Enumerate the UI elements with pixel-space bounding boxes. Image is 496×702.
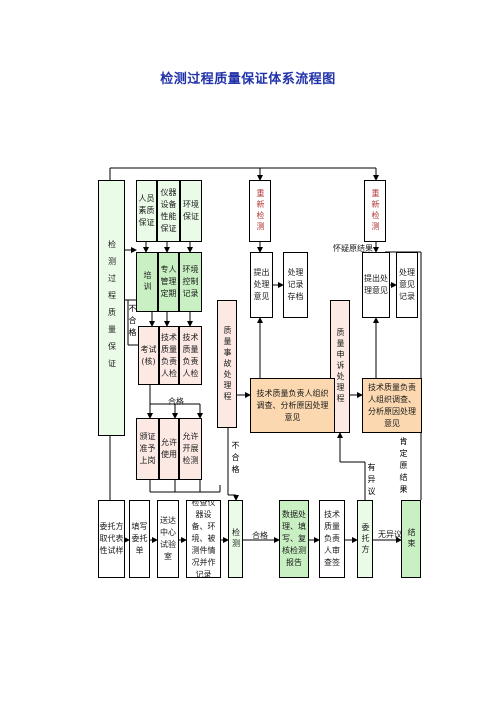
affirm-original-label: 肯定原结果	[399, 437, 408, 494]
retest-box-1: 重新检测	[249, 180, 271, 242]
expert-management-box: 专人管理定期	[158, 252, 179, 312]
instrument-performance-box: 仪器设备性能保证	[157, 180, 180, 242]
fill-form-box: 填写委托单	[129, 500, 150, 578]
allow-testing-box: 允许开展检测	[179, 418, 202, 480]
fill-form-text: 填写委托单	[131, 522, 148, 555]
tech-check-text-a: 技术质量负责人检	[161, 332, 177, 378]
unqualified-side-label: 不合格	[128, 304, 137, 337]
inspection-record-box: 检查仪器设备、环境、被测件情况并作记录	[186, 500, 221, 578]
allow-testing-text: 允许开展检测	[182, 432, 199, 465]
test-box: 检测	[228, 500, 243, 578]
end-box: 结束	[401, 500, 421, 578]
handling-archive-box: 处理记录存档	[283, 252, 308, 318]
allow-use-text: 允许使用	[161, 438, 177, 459]
environment-control-text: 环境控制记录	[182, 265, 199, 298]
tech-review-box: 技术质量负责人审查签	[319, 500, 345, 578]
client-box: 委托方	[357, 500, 373, 578]
client-sample-text: 委托方取代表性试样	[99, 522, 124, 555]
staff-quality-text: 人员素质保证	[138, 194, 155, 227]
certification-box: 颁证准予上岗	[136, 418, 159, 480]
inspection-record-text: 检查仪器设备、环境、被测件情况并作记录	[191, 500, 216, 578]
proposal-text-1: 提出处理意见	[253, 268, 270, 301]
unqualified-mid-label: 不合格	[231, 441, 240, 474]
tech-check-box-a: 技术质量负责人检	[159, 326, 179, 385]
training-box: 培训	[136, 252, 158, 312]
handling-record-text: 处理意见记录	[399, 268, 415, 301]
objection-label: 有异议	[367, 463, 376, 496]
tech-investigation-box-1: 技术质量负责人组织调查、分析原因处理意见	[250, 378, 335, 433]
proposal-box-2: 提出处理意见	[362, 252, 390, 318]
quality-accident-box: 质量事故处理程	[217, 300, 237, 428]
environment-control-box: 环境控制记录	[179, 252, 202, 312]
tech-investigation-box-2: 技术质量负责人组织调查、分析原因处理意见	[362, 378, 422, 433]
environment-guarantee-box: 环境保证	[180, 180, 202, 242]
no-objection-label: 无异议	[378, 530, 402, 539]
tech-investigation-text-2: 技术质量负责人组织调查、分析原因处理意见	[368, 382, 416, 428]
doubt-label: 怀疑原结果	[333, 244, 373, 253]
tech-check-box-b: 技术质量负责人检	[179, 326, 202, 385]
retest-box-2: 重新检测	[364, 180, 386, 242]
exam-box: 考试(核)	[138, 326, 159, 385]
send-center-text: 送达中心试验室	[160, 516, 176, 561]
qualified-label-1: 合格	[168, 397, 184, 406]
send-center-box: 送达中心试验室	[157, 500, 179, 578]
environment-guarantee-text: 环境保证	[183, 200, 199, 221]
proposal-text-2: 提出处理意见	[364, 274, 388, 295]
tech-review-text: 技术质量负责人审查签	[324, 510, 340, 567]
quality-appeal-box: 质量申诉处理程	[330, 300, 350, 433]
staff-quality-box: 人员素质保证	[136, 180, 157, 242]
expert-management-text: 专人管理定期	[160, 265, 177, 298]
allow-use-box: 允许使用	[159, 418, 179, 480]
proposal-box-1: 提出处理意见	[250, 252, 273, 318]
handling-archive-text: 处理记录存档	[287, 268, 304, 301]
exam-text: 考试(核)	[140, 344, 157, 366]
tech-check-text-b: 技术质量负责人检	[182, 332, 199, 378]
qualified-label-2: 合格	[252, 531, 268, 540]
certification-text: 颁证准予上岗	[139, 432, 156, 465]
process-quality-column: 检测过程质量保证	[98, 180, 125, 436]
client-sample-box: 委托方取代表性试样	[98, 500, 125, 578]
tech-investigation-text-1: 技术质量负责人组织调查、分析原因处理意见	[256, 388, 329, 422]
page-title: 检测过程质量保证体系流程图	[160, 72, 336, 87]
data-processing-text: 数据处理、填写、复核检测报告	[282, 510, 306, 567]
data-processing-box: 数据处理、填写、复核检测报告	[279, 500, 309, 578]
instrument-performance-text: 仪器设备性能保证	[160, 188, 177, 233]
handling-record-box: 处理意见记录	[396, 252, 418, 318]
